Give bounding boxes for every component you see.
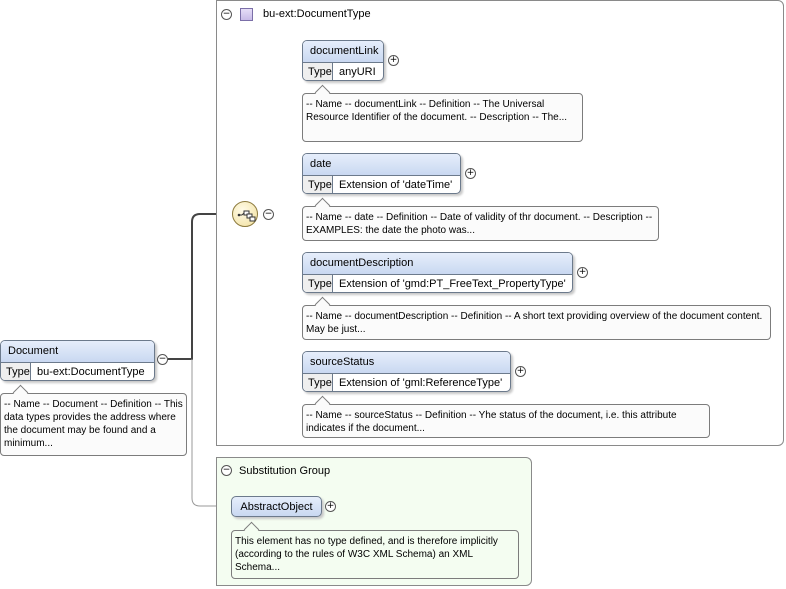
type-value: Extension of 'gml:ReferenceType' [339,377,503,389]
element-name: AbstractObject [240,501,313,513]
abstractobject-expand-icon[interactable]: + [325,501,336,512]
sequence-glyph [237,210,256,222]
element-name: documentLink [303,41,383,63]
complex-type-collapse-icon[interactable]: − [221,9,232,20]
annotation-text: -- Name -- Document -- Definition -- Thi… [4,399,183,449]
type-label: Type [303,63,333,80]
complex-type-icon [240,8,253,21]
type-value: Extension of 'gmd:PT_FreeText_PropertyTy… [339,278,566,290]
documentdescription-expand-icon[interactable]: + [577,267,588,278]
annotation-text: -- Name -- documentDescription -- Defini… [306,311,763,335]
annotation-text: -- Name -- documentLink -- Definition --… [306,99,568,123]
document-element[interactable]: Document Type bu-ext:DocumentType [0,340,155,381]
sequence-collapse-icon[interactable]: − [263,209,274,220]
type-label: Type [303,275,333,292]
sourcestatus-annotation: -- Name -- sourceStatus -- Definition --… [302,395,710,438]
abstractobject-element[interactable]: AbstractObject [231,496,322,517]
type-label: Type [1,363,31,380]
substitution-group-collapse-icon[interactable]: − [221,465,232,476]
date-annotation: -- Name -- date -- Definition -- Date of… [302,197,659,241]
type-value: anyURI [339,66,376,78]
annotation-text: -- Name -- sourceStatus -- Definition --… [306,410,677,434]
sequence-compositor-icon[interactable] [232,201,258,227]
substitution-group-title: Substitution Group [239,465,331,477]
document-collapse-icon[interactable]: − [157,354,168,365]
documentdescription-annotation: -- Name -- documentDescription -- Defini… [302,296,771,340]
documentlink-element[interactable]: documentLink Type anyURI [302,40,384,81]
element-name: documentDescription [303,253,572,275]
abstractobject-annotation: This element has no type defined, and is… [231,521,519,579]
type-label: Type [303,374,333,391]
annotation-text: This element has no type defined, and is… [235,536,498,573]
type-label: Type [303,176,333,193]
sourcestatus-element[interactable]: sourceStatus Type Extension of 'gml:Refe… [302,351,511,392]
documentlink-annotation: -- Name -- documentLink -- Definition --… [302,84,583,142]
sourcestatus-expand-icon[interactable]: + [515,366,526,377]
documentlink-expand-icon[interactable]: + [388,55,399,66]
element-name: date [303,154,460,176]
date-element[interactable]: date Type Extension of 'dateTime' [302,153,461,194]
element-name: Document [1,341,154,363]
date-expand-icon[interactable]: + [465,168,476,179]
type-value: bu-ext:DocumentType [37,366,145,378]
annotation-text: -- Name -- date -- Definition -- Date of… [306,212,653,236]
type-value: Extension of 'dateTime' [339,179,453,191]
element-name: sourceStatus [303,352,510,374]
complex-type-title: bu-ext:DocumentType [263,8,371,20]
document-annotation: -- Name -- Document -- Definition -- Thi… [0,384,187,456]
documentdescription-element[interactable]: documentDescription Type Extension of 'g… [302,252,573,293]
